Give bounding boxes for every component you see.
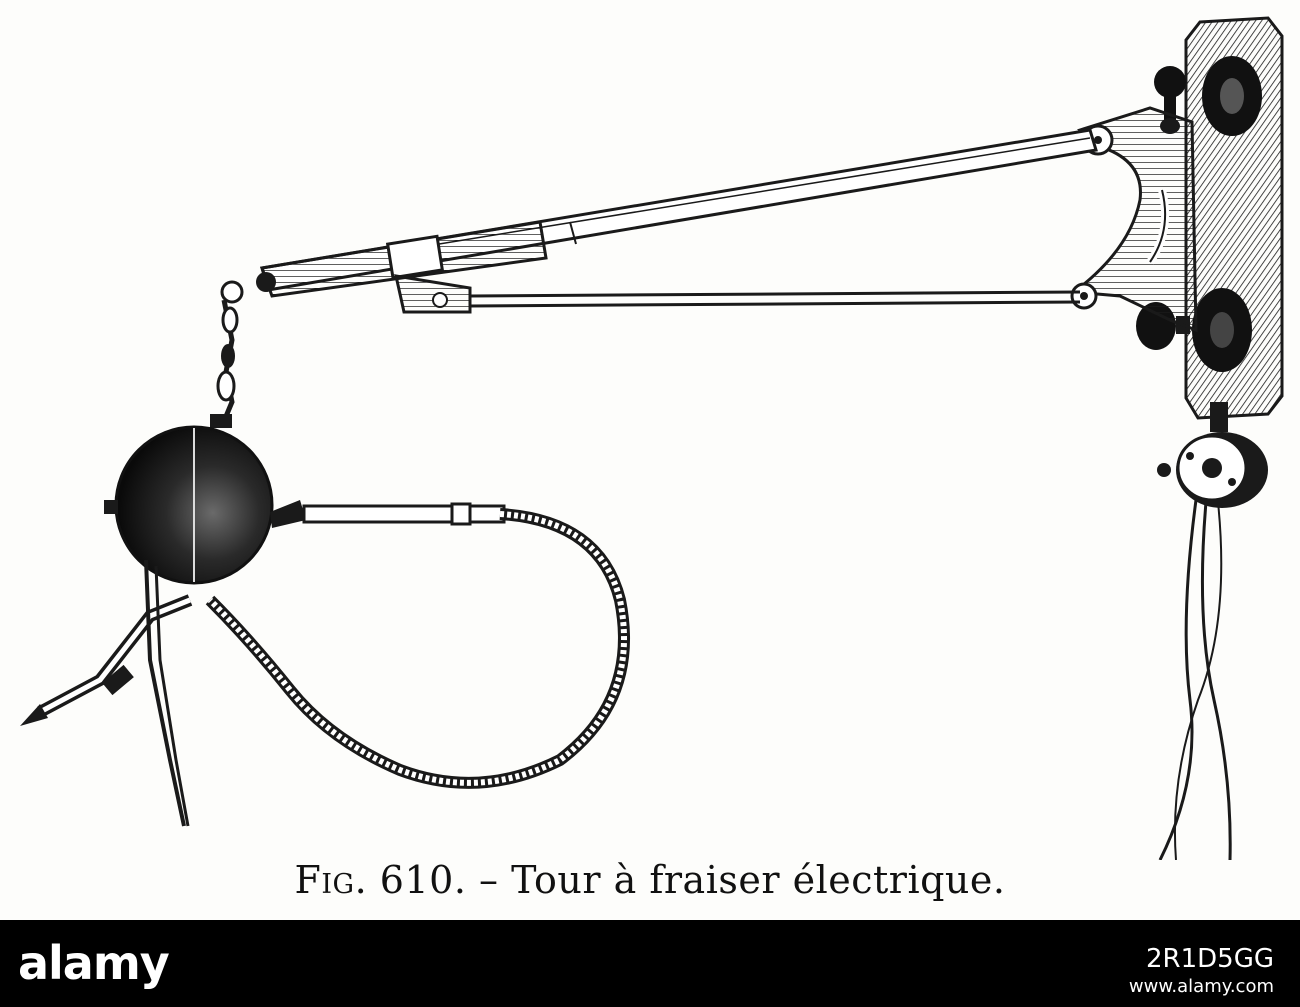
upper-arm — [259, 128, 1098, 298]
universal-joint — [210, 272, 276, 428]
stock-image-id: 2R1D5GG — [1145, 944, 1274, 974]
switch-wires — [1158, 499, 1232, 860]
engraving-illustration — [20, 16, 1284, 860]
motor-sphere — [104, 425, 306, 585]
handpiece — [20, 594, 193, 726]
figure-label: Fig. — [294, 858, 368, 902]
motor-cords — [144, 559, 190, 827]
figure-caption: Fig. 610. – Tour à fraiser électrique. — [0, 858, 1300, 902]
brand-logo: alamy — [18, 936, 170, 990]
watermark-url: www.alamy.com — [1128, 976, 1274, 997]
caption-dash: – — [479, 858, 499, 902]
flexible-cable — [205, 502, 630, 789]
figure-area: Fig. 610. – Tour à fraiser électrique. — [0, 16, 1300, 902]
wall-switch — [1157, 402, 1268, 508]
wall-plate — [1184, 16, 1284, 420]
figure-number: 610. — [379, 858, 467, 902]
caption-title: Tour à fraiser électrique. — [511, 858, 1006, 902]
lower-rod — [394, 274, 1081, 314]
watermark-banner: alamy 2R1D5GG www.alamy.com — [0, 920, 1300, 1007]
